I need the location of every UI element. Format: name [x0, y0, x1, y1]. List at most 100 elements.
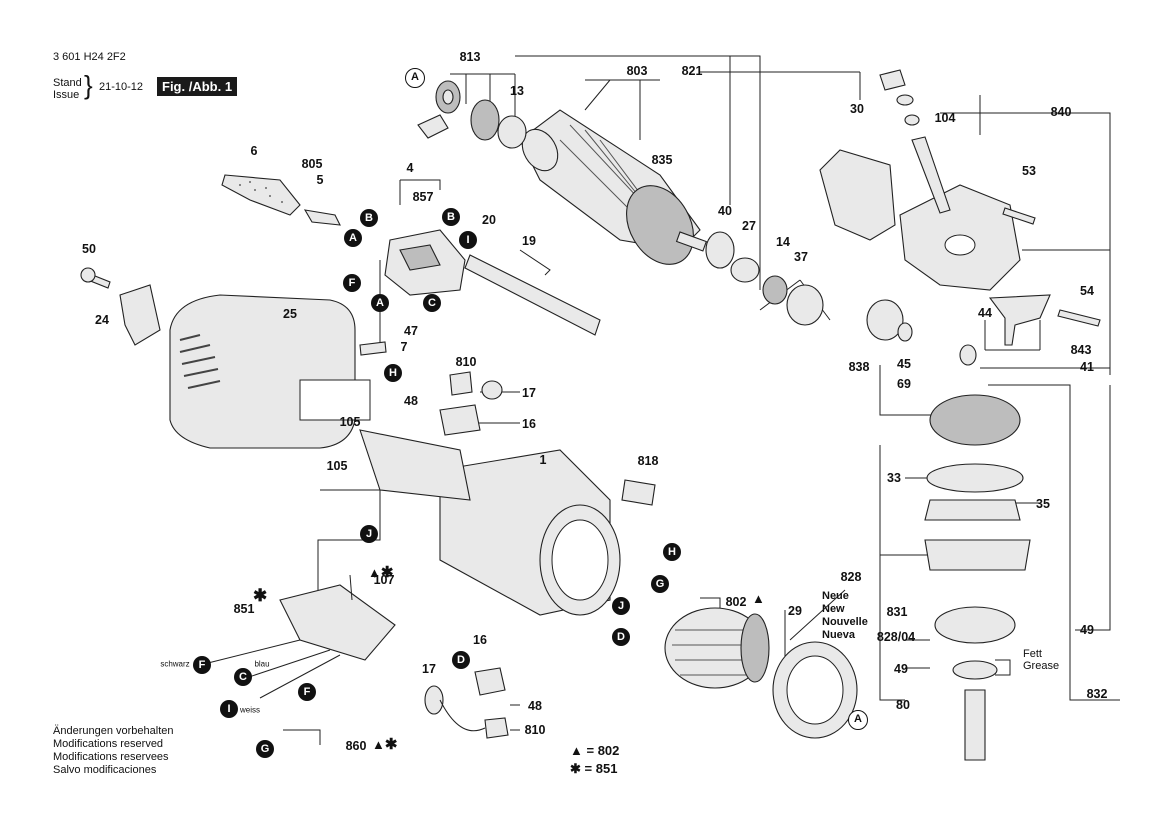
part-860: 860 [345, 739, 367, 753]
part-49-left: 49 [894, 662, 908, 676]
ref-badge-a-bottom: A [848, 710, 868, 730]
triangle-marker-802: ▲ [752, 591, 765, 606]
part-7: 7 [400, 340, 408, 354]
bevel-gear [929, 394, 1021, 446]
part-35: 35 [1036, 497, 1050, 511]
part-20: 20 [482, 213, 496, 227]
guard [819, 149, 896, 241]
bearing-flange [924, 539, 1031, 571]
part-17-lower: 17 [422, 662, 436, 676]
part-857: 857 [412, 190, 434, 204]
legend-star-symbol: ✱ [570, 761, 581, 776]
part-5: 5 [316, 173, 324, 187]
part-810-upper: 810 [455, 355, 477, 369]
ref-badge-f-mid: F [343, 274, 361, 292]
housing-vent-slots [179, 334, 221, 389]
ref-badge-b-left: B [360, 209, 378, 227]
modifications-fr: Modifications reservees [53, 751, 169, 763]
part-828: 828 [840, 570, 862, 584]
ref-badge-h-right: H [663, 543, 681, 561]
grease-de: Fett [1023, 648, 1042, 660]
part-44: 44 [978, 306, 992, 320]
slide-switch [464, 254, 601, 336]
part-16-upper: 16 [522, 417, 536, 431]
part-45: 45 [897, 357, 911, 371]
star-marker-851: ✱ [253, 586, 268, 605]
part-851: 851 [233, 602, 255, 616]
triangle-star-marker-860: ▲✱ [372, 736, 398, 753]
part-19: 19 [522, 234, 536, 248]
new-part-es: Nueva [822, 629, 856, 641]
part-48-upper: 48 [404, 394, 418, 408]
document-number: 3 601 H24 2F2 [53, 51, 126, 63]
spindle [964, 689, 986, 761]
part-4: 4 [406, 161, 414, 175]
figure-label: Fig. /Abb. 1 [157, 77, 238, 96]
ref-badge-b-mid: B [442, 208, 460, 226]
legend-triangle-value: = 802 [586, 743, 620, 758]
part-40: 40 [718, 204, 732, 218]
part-107: 107 [373, 573, 395, 587]
wire-label-weiss: weiss [239, 705, 261, 715]
part-105-b: 105 [326, 459, 348, 473]
ref-badge-a-top: A [405, 68, 425, 88]
part-16-lower: 16 [473, 633, 487, 647]
part-49-right: 49 [1080, 623, 1094, 637]
ref-badge-c-mid: C [423, 294, 441, 312]
part-29: 29 [788, 604, 802, 618]
ref-badge-d-right: D [612, 628, 630, 646]
part-828-04: 828/04 [876, 630, 916, 644]
wire-label-schwarz: schwarz [160, 659, 190, 669]
part-838: 838 [848, 360, 870, 374]
part-69: 69 [897, 377, 911, 391]
part-821: 821 [681, 64, 703, 78]
modifications-note: Änderungen vorbehalten Modifications res… [53, 725, 173, 777]
modifications-es: Salvo modificaciones [53, 764, 157, 776]
ref-badge-c-left: C [234, 668, 252, 686]
part-105-a: 105 [339, 415, 361, 429]
part-41: 41 [1080, 360, 1094, 374]
part-50: 50 [82, 242, 96, 256]
part-33: 33 [887, 471, 901, 485]
part-810-lower: 810 [524, 723, 546, 737]
ref-badge-j-left: J [360, 525, 378, 543]
legend-triangle-row: ▲ = 802 [570, 742, 619, 760]
part-14: 14 [776, 235, 790, 249]
part-840: 840 [1050, 105, 1072, 119]
part-802: 802 [725, 595, 747, 609]
plate [119, 284, 161, 346]
bearing-13 [470, 99, 500, 141]
wire-label-blau: blau [254, 659, 270, 669]
leader-lines [283, 55, 1120, 745]
ref-badge-g-left: G [256, 740, 274, 758]
part-831: 831 [886, 605, 908, 619]
ref-badge-j-right: J [612, 597, 630, 615]
ref-badge-g-right: G [651, 575, 669, 593]
part-104: 104 [934, 111, 956, 125]
legend-star-value: = 851 [584, 761, 618, 776]
symbol-legend: ▲ = 802 ✱ = 851 [570, 742, 619, 778]
ref-badge-a-mid: A [371, 294, 389, 312]
issue-label: Issue [53, 89, 80, 101]
ref-badge-f-left: F [193, 656, 211, 674]
legend-triangle-symbol: ▲ [570, 743, 583, 758]
part-27: 27 [742, 219, 756, 233]
field-coil [664, 607, 770, 689]
part-25: 25 [283, 307, 297, 321]
flange-33 [926, 463, 1024, 493]
new-part-de: Neue [822, 590, 849, 602]
modifications-de: Änderungen vorbehalten [53, 725, 174, 737]
brace-symbol: } [84, 70, 93, 100]
grease-en: Grease [1023, 660, 1060, 672]
part-30: 30 [850, 102, 864, 116]
part-803: 803 [626, 64, 648, 78]
part-818: 818 [637, 454, 659, 468]
part-843: 843 [1070, 343, 1092, 357]
part-53: 53 [1022, 164, 1036, 178]
ref-badge-i-left: I [220, 700, 238, 718]
stand-label: Stand [53, 77, 82, 89]
part-47: 47 [404, 324, 418, 338]
part-1: 1 [539, 453, 547, 467]
ref-badge-a-left: A [344, 229, 362, 247]
stand-issue-block: Stand Issue [53, 77, 82, 101]
